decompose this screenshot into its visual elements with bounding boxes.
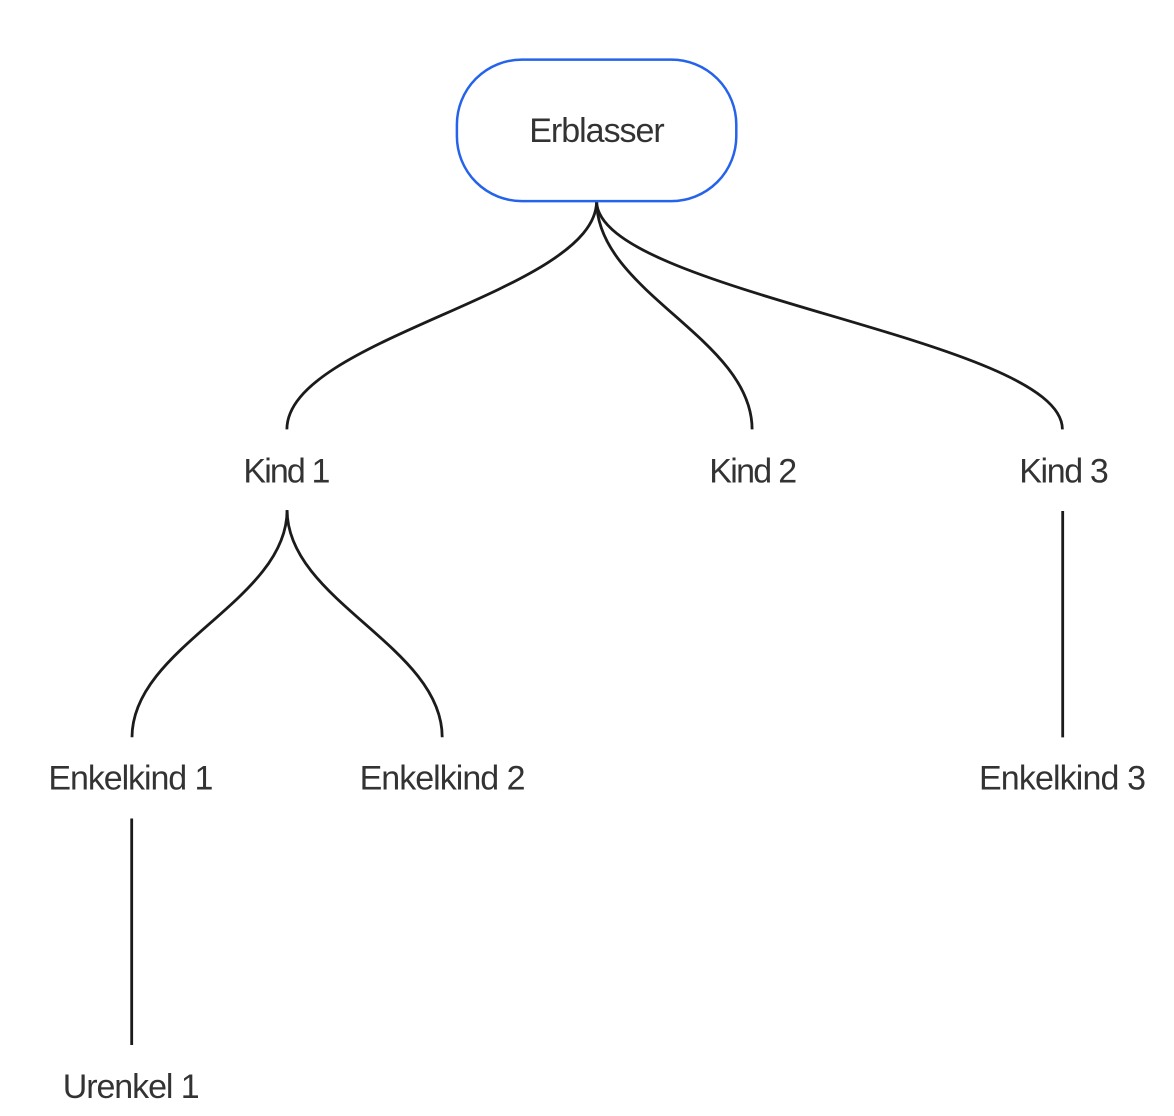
svg-text:Erblasser: Erblasser [529,112,665,150]
svg-text:Urenkel 1: Urenkel 1 [63,1068,200,1106]
svg-text:Enkelkind 3: Enkelkind 3 [979,759,1146,797]
svg-text:Enkelkind 2: Enkelkind 2 [360,759,526,797]
svg-text:Kind 3: Kind 3 [1019,453,1109,491]
svg-text:Kind 2: Kind 2 [709,453,797,491]
svg-text:Enkelkind 1: Enkelkind 1 [48,759,213,797]
svg-text:Kind 1: Kind 1 [243,453,330,491]
